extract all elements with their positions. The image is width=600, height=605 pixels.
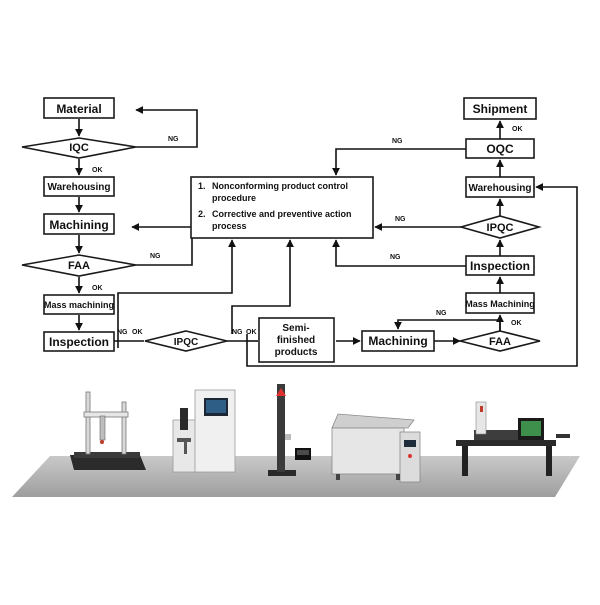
inspection-label-right: Inspection (470, 259, 530, 273)
salt-spray-chamber-icon (331, 413, 421, 483)
machining-label-center: Machining (368, 334, 427, 348)
machining-box-center: Machining (361, 330, 435, 352)
inspection-label-left: Inspection (49, 335, 109, 349)
ipqc-label-right: IPQC (487, 222, 514, 234)
ng-label-faa-left: NG (150, 253, 161, 260)
iqc-diamond: IQC (21, 137, 137, 159)
height-gauge-icon (268, 384, 311, 476)
machining-label-left: Machining (49, 218, 108, 232)
semi-label-1: Semi- (282, 323, 309, 334)
faa-label-right: FAA (489, 336, 511, 348)
ok-label-oqc: OK (512, 126, 523, 133)
shipment-label: Shipment (473, 102, 528, 116)
ng-label-iqc: NG (168, 136, 179, 143)
iqc-label: IQC (69, 142, 89, 154)
mass-machining-box-left: Mass machining (43, 294, 115, 315)
procedure-item-1-line-1: Nonconforming product control (212, 181, 348, 191)
video-measuring-system-icon (456, 401, 570, 476)
material-box: Material (43, 97, 115, 119)
ng-loop-faa-right (394, 319, 501, 331)
ng-arrow-inspection-right (332, 239, 466, 267)
procedure-num-1: 1. (198, 181, 206, 191)
ng-loop-faa-left (131, 223, 193, 266)
faa-label-left: FAA (68, 260, 90, 272)
procedure-box: 1. Nonconforming product control procedu… (190, 176, 374, 239)
ng-arrow-inspection-left (117, 239, 236, 334)
inspection-box-right: Inspection (465, 255, 535, 276)
ng-label-oqc: NG (392, 138, 403, 145)
procedure-item-1-line-2: procedure (212, 193, 256, 203)
mass-machining-label-right: Mass Machining (465, 299, 535, 309)
warehousing-label-left: Warehousing (48, 182, 111, 193)
mass-machining-box-right: Mass Machining (465, 292, 535, 314)
ok-return-line (246, 183, 578, 367)
oqc-label: OQC (486, 142, 514, 156)
ng-loop-iqc (135, 106, 198, 148)
ng-arrow-ipqc-center (231, 239, 294, 334)
material-label: Material (56, 102, 101, 116)
ng-label-ipqc-center: NG (232, 329, 243, 336)
ng-label-ipqc-right: NG (395, 216, 406, 223)
warehousing-label-right: Warehousing (469, 183, 532, 194)
ng-label-inspection-right: NG (390, 254, 401, 261)
ok-label-inspection-left: OK (132, 329, 143, 336)
mass-machining-label-left: Mass machining (44, 300, 114, 310)
ipqc-diamond-right: IPQC (458, 215, 542, 239)
faa-diamond-left: FAA (21, 254, 137, 277)
ok-label-faa-right: OK (511, 320, 522, 327)
ok-label-iqc: OK (92, 167, 103, 174)
ipqc-label-center: IPQC (174, 337, 198, 348)
equipment-floor (12, 456, 580, 497)
ipqc-diamond-center: IPQC (144, 330, 228, 352)
ng-arrow-oqc (332, 148, 466, 176)
warehousing-box-right: Warehousing (465, 176, 535, 198)
ng-label-faa-right: NG (436, 310, 447, 317)
faa-diamond-right: FAA (459, 330, 541, 352)
hardness-tester-icon (172, 389, 236, 473)
semi-finished-box: Semi- finished products (258, 317, 335, 363)
cmm-machine-icon (70, 391, 146, 470)
semi-label-2: finished (277, 335, 315, 346)
ok-label-ipqc-center: OK (246, 329, 257, 336)
oqc-box: OQC (465, 138, 535, 159)
procedure-item-2-line-1: Corrective and preventive action (212, 209, 352, 219)
procedure-item-2-line-2: process (212, 221, 247, 231)
procedure-num-2: 2. (198, 209, 206, 219)
machining-box-left: Machining (43, 213, 115, 235)
semi-label-3: products (275, 347, 318, 358)
ok-label-faa-left: OK (92, 285, 103, 292)
inspection-box-left: Inspection (43, 331, 115, 352)
ng-label-inspection-left: NG (117, 329, 128, 336)
warehousing-box-left: Warehousing (43, 176, 115, 197)
shipment-box: Shipment (463, 97, 537, 120)
